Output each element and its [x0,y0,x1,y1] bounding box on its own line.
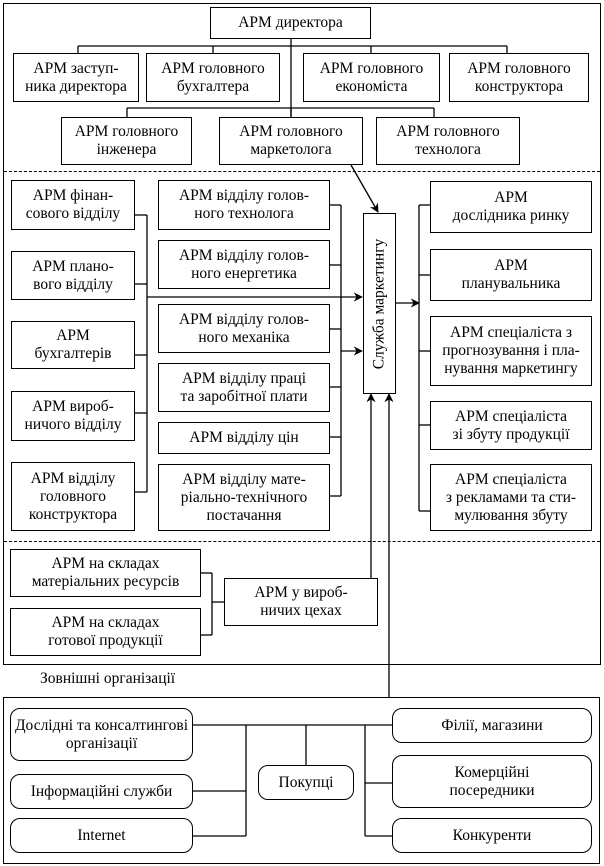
director-workstation: АРМ директора [210,7,371,39]
chief-designer-workstation: АРМ головного конструктора [449,53,589,102]
customers: Покупці [258,765,354,800]
sales-specialist-workstation: АРМ спеціаліста зі збуту продукції [430,401,592,450]
chief-designer-department-workstation: АРМ відділу головного конструктора [11,462,135,531]
chief-technologist-workstation: АРМ головного технолога [376,117,520,165]
production-department-workstation: АРМ вироб- ничого відділу [11,391,135,441]
planning-department-workstation: АРМ плано- вого відділу [11,251,135,300]
internet: Internet [10,818,193,853]
market-researcher-workstation: АРМ дослідника ринку [430,181,592,233]
consulting-organizations: Дослідні та консалтингові організації [10,708,193,761]
branches-stores: Філії, магазини [392,708,592,743]
marketing-service-label: Служба маркетингу [370,238,388,369]
pricing-department-workstation: АРМ відділу цін [158,422,330,454]
chief-economist-workstation: АРМ головного економіста [303,53,440,102]
technologist-department-workstation: АРМ відділу голов- ного технолога [158,180,330,230]
planner-workstation: АРМ планувальника [430,249,592,301]
workshops-workstation: АРМ у вироб- ничих цехах [224,578,378,626]
commercial-intermediaries: Комерційні посередники [392,755,592,808]
competitors: Конкуренти [392,818,592,853]
material-warehouse-workstation: АРМ на складах матеріальних ресурсів [10,549,201,597]
finance-department-workstation: АРМ фінан- сового відділу [11,180,135,230]
external-organizations-title: Зовнішні організації [40,670,176,687]
logistics-department-workstation: АРМ відділу мате- ріально-технічного пос… [158,464,330,531]
forecasting-specialist-workstation: АРМ спеціаліста з прогнозування і пла- н… [430,316,592,386]
mechanic-department-workstation: АРМ відділу голов- ного механіка [158,304,330,353]
external-organizations-frame [3,697,600,864]
arrow-marketer-to-service [350,164,379,213]
chief-marketer-workstation: АРМ головного маркетолога [219,117,363,165]
internal-enterprise-frame [3,3,601,665]
information-services: Інформаційні служби [10,774,193,809]
power-engineer-department-workstation: АРМ відділу голов- ного енергетика [158,240,330,289]
section-divider-production [4,541,600,542]
deputy-director-workstation: АРМ заступ- ника директора [13,53,139,102]
labor-wages-department-workstation: АРМ відділу праці та заробітної плати [158,363,330,412]
marketing-service-box: Служба маркетингу [363,213,396,394]
advertising-specialist-workstation: АРМ спеціаліста з рекламами та сти- мулю… [430,464,592,531]
chief-accountant-workstation: АРМ головного бухгалтера [146,53,280,102]
accountants-workstation: АРМ бухгалтерів [11,321,135,369]
finished-goods-warehouse-workstation: АРМ на складах готової продукції [10,608,201,656]
chief-engineer-workstation: АРМ головного інженера [61,117,192,165]
section-divider-management [4,171,600,172]
